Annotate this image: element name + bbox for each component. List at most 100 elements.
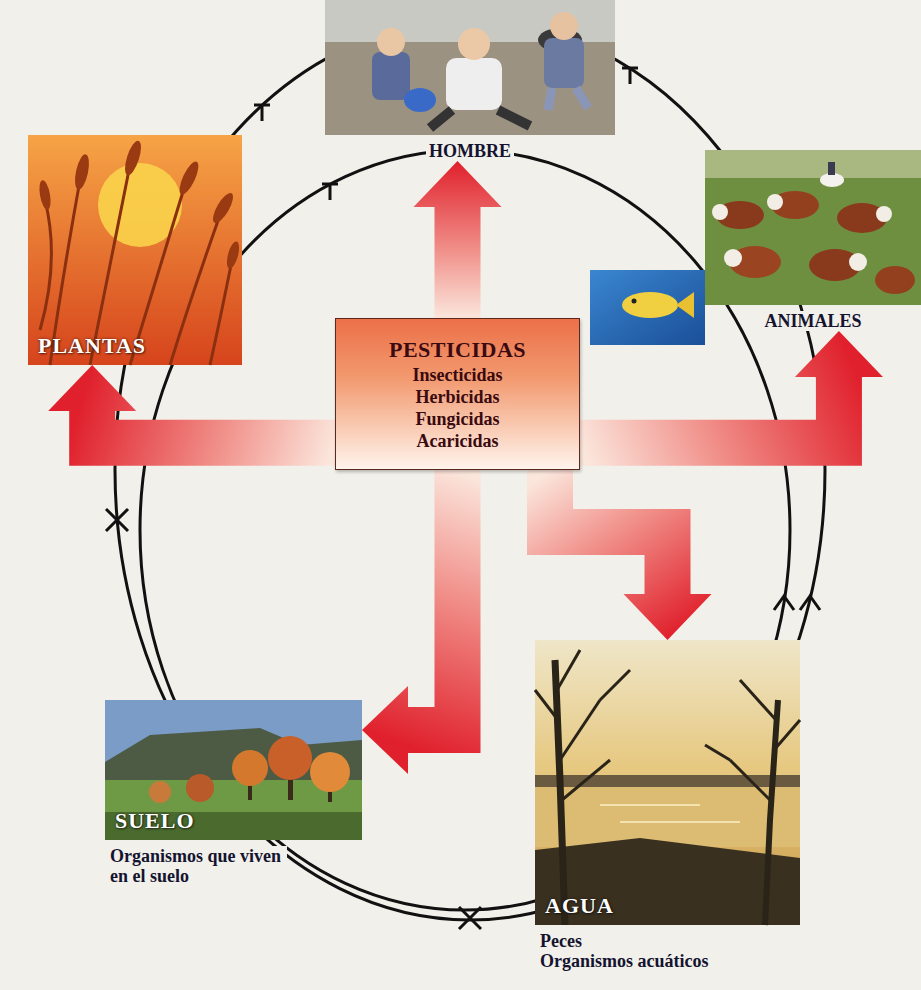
fish-photo: [590, 270, 705, 345]
child-body: [544, 38, 584, 88]
block-arrow: [414, 161, 502, 318]
tree-crown: [310, 752, 350, 792]
grain-head: [122, 139, 145, 177]
photo-frame: AGUA: [535, 640, 800, 925]
photo-node: HOMBRE: [325, 0, 615, 161]
photo-title: SUELO: [115, 808, 195, 834]
tree-branches: [705, 680, 800, 800]
photo-frame: [325, 0, 615, 135]
block-arrow: [362, 470, 458, 774]
photo-label: HOMBRE: [426, 141, 514, 161]
photo-label: ANIMALES: [761, 311, 864, 331]
cow-head: [849, 253, 867, 271]
cattle-photo: [705, 150, 921, 305]
autumn-trees: [149, 736, 350, 803]
grain-head: [72, 153, 91, 191]
block-arrow: [580, 331, 883, 443]
photo-node: PLANTAS: [28, 135, 242, 365]
horse: [820, 173, 844, 187]
label-group: Organismos que viven en el suelo: [105, 840, 287, 886]
child-head: [550, 12, 578, 40]
far-shore: [535, 775, 800, 787]
arrowhead: [414, 161, 502, 207]
grain-head: [37, 179, 52, 210]
arrowhead: [48, 365, 136, 411]
pasture: [705, 150, 921, 305]
grain-head: [176, 159, 202, 197]
child-head: [377, 28, 405, 56]
arrowhead: [624, 594, 712, 640]
cow-head: [876, 206, 892, 222]
photo-label: Peces: [537, 931, 585, 951]
fish-tail: [676, 292, 694, 318]
river: [535, 787, 800, 847]
tree-trunk: [555, 660, 565, 925]
tree-crown: [186, 774, 214, 802]
photo-title: PLANTAS: [38, 333, 146, 359]
cows: [712, 191, 915, 294]
cow-head: [712, 204, 728, 220]
cross-mark: [459, 907, 481, 929]
near-bank: [535, 838, 800, 925]
wheat-heads: [37, 139, 241, 270]
block-arrow: [550, 470, 712, 640]
node-item: Fungicidas: [415, 408, 499, 430]
cross-mark: [106, 509, 128, 531]
label-group: ANIMALES: [705, 305, 921, 331]
child-body: [372, 52, 410, 100]
arrow-shaft: [92, 409, 335, 443]
child-head: [458, 28, 490, 60]
arrowhead: [362, 686, 408, 774]
child-body: [446, 58, 502, 110]
label-group: PecesOrganismos acuáticos: [535, 925, 777, 971]
arrow-shaft: [406, 470, 458, 730]
tree-crown: [232, 750, 268, 786]
photo-frame: SUELO: [105, 700, 362, 840]
node-item: Insecticidas: [413, 364, 503, 386]
arrow-shaft: [435, 205, 481, 318]
tree-trunk: [765, 700, 778, 925]
chevron-mark: [800, 596, 820, 610]
children-photo: [325, 0, 615, 135]
photo-node: SUELO Organismos que viven en el suelo: [105, 700, 362, 886]
sky: [105, 700, 362, 840]
photo-title: AGUA: [545, 893, 614, 919]
wheat-photo: [28, 135, 242, 365]
child-legs: [430, 110, 530, 128]
bare-trees: [535, 650, 800, 925]
toy: [404, 88, 436, 112]
tick-mark: [254, 105, 270, 121]
water-backdrop: [590, 270, 705, 345]
arrowhead: [795, 331, 883, 377]
photo-frame: PLANTAS: [28, 135, 242, 365]
rider: [828, 162, 835, 175]
reflection: [600, 805, 740, 822]
cow-head: [724, 249, 742, 267]
stalk: [170, 215, 220, 365]
arrow-shaft: [550, 470, 668, 596]
cow: [875, 266, 915, 294]
tree-branches: [535, 650, 630, 800]
node-item: Herbicidas: [416, 386, 500, 408]
tree-crown: [268, 736, 312, 780]
photo-frame: [705, 150, 921, 305]
fish-eye: [632, 299, 637, 304]
node-heading: PESTICIDAS: [389, 336, 526, 364]
tick-mark: [322, 184, 338, 200]
stalk: [40, 200, 51, 330]
block-arrow: [48, 365, 335, 443]
grain-head: [225, 240, 242, 270]
process-box: PESTICIDASInsecticidasHerbicidasFungicid…: [335, 318, 580, 470]
sunset-sky: [28, 135, 242, 365]
cow-head: [767, 194, 783, 210]
arrow-shaft: [580, 375, 839, 443]
landscape-photo: [105, 700, 362, 840]
photo-node: AGUA PecesOrganismos acuáticos: [535, 640, 800, 971]
grain-head: [209, 190, 236, 225]
label-group: HOMBRE: [325, 135, 615, 161]
photo-label: Organismos que viven en el suelo: [107, 846, 287, 886]
tree-crown: [149, 781, 171, 803]
tick-mark: [622, 68, 638, 84]
photo-label: Organismos acuáticos: [537, 951, 712, 971]
